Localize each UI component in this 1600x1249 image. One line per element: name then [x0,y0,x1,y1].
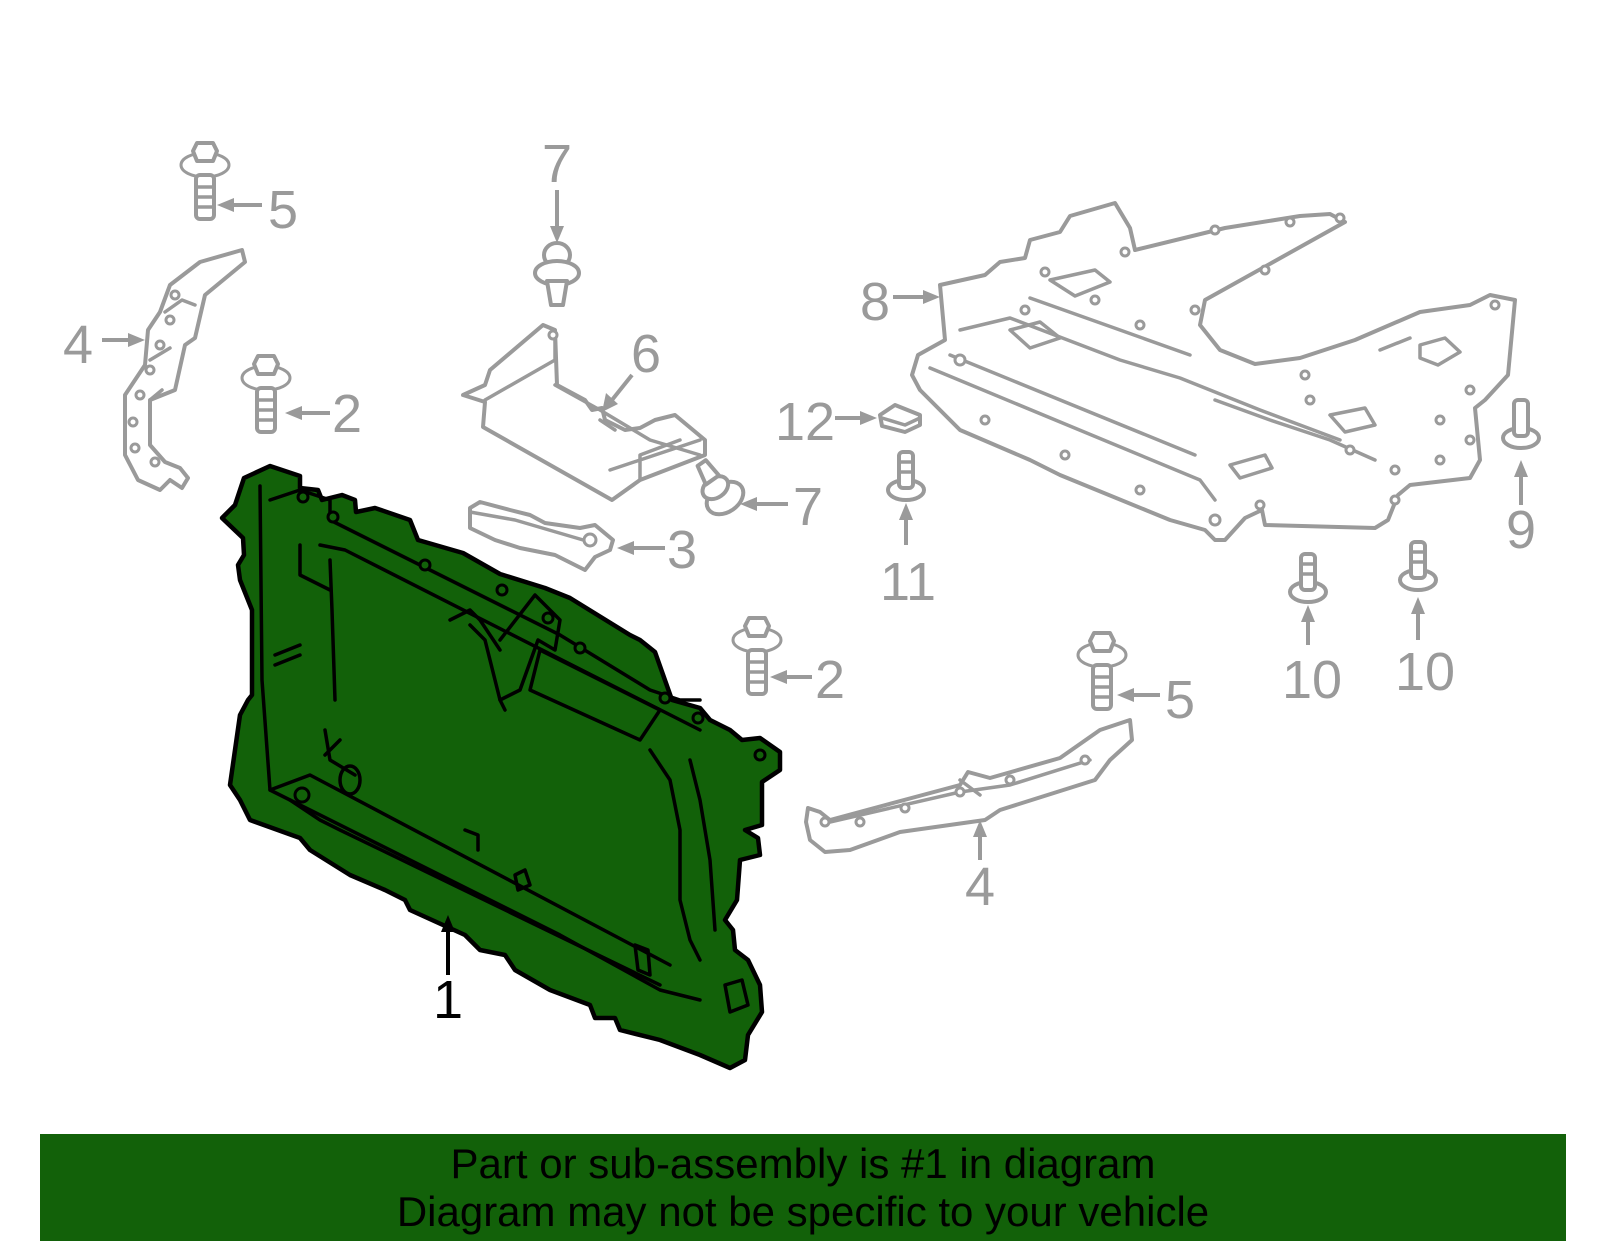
info-banner: Part or sub-assembly is #1 in diagram Di… [40,1134,1566,1241]
callout-7-mid[interactable]: 7 [793,477,823,537]
callout-4-left[interactable]: 4 [63,315,93,375]
callout-labels: 1 2 2 3 4 4 5 5 6 7 7 8 9 10 10 11 12 [63,134,1536,1030]
callout-11[interactable]: 11 [880,552,936,612]
callout-12[interactable]: 12 [775,392,835,452]
callout-5-right[interactable]: 5 [1165,670,1195,730]
banner-line-2: Diagram may not be specific to your vehi… [396,1187,1210,1235]
part-5-bolt-right[interactable] [1076,631,1128,711]
callout-5-top[interactable]: 5 [268,180,298,240]
part-4-right-bracket[interactable] [804,718,1134,854]
callout-10-right[interactable]: 10 [1395,642,1455,702]
part-3-bracket[interactable] [468,500,615,572]
part-8-under-cover[interactable] [910,201,1517,542]
callout-6[interactable]: 6 [631,324,661,384]
part-6-deflector[interactable] [461,323,707,502]
callout-7-top[interactable]: 7 [542,134,572,194]
banner-line-1: Part or sub-assembly is #1 in diagram [450,1139,1156,1187]
part-10-screw-right[interactable] [1398,540,1438,592]
callout-1[interactable]: 1 [433,970,463,1030]
callout-2-lower[interactable]: 2 [815,650,845,710]
part-10-screw-left[interactable] [1288,552,1328,604]
part-9-screw[interactable] [1501,398,1541,450]
part-4-left-bracket[interactable] [123,248,247,492]
part-2-bolt-lower[interactable] [731,616,783,696]
callout-10-left[interactable]: 10 [1282,650,1342,710]
part-7-push-pin-top[interactable] [533,241,581,307]
part-1-radiator-support[interactable] [219,463,783,1071]
part-5-bolt-top[interactable] [179,141,231,221]
callout-9[interactable]: 9 [1506,500,1536,560]
part-12-clip[interactable] [878,403,922,434]
callout-3[interactable]: 3 [667,520,697,580]
part-11-screw[interactable] [886,450,926,502]
leader-arrows [102,190,1528,975]
callout-2-upper[interactable]: 2 [332,384,362,444]
part-7-push-pin-mid[interactable] [685,452,750,521]
callout-4-right[interactable]: 4 [965,857,995,917]
part-2-bolt-upper[interactable] [240,354,292,434]
callout-8[interactable]: 8 [860,272,890,332]
